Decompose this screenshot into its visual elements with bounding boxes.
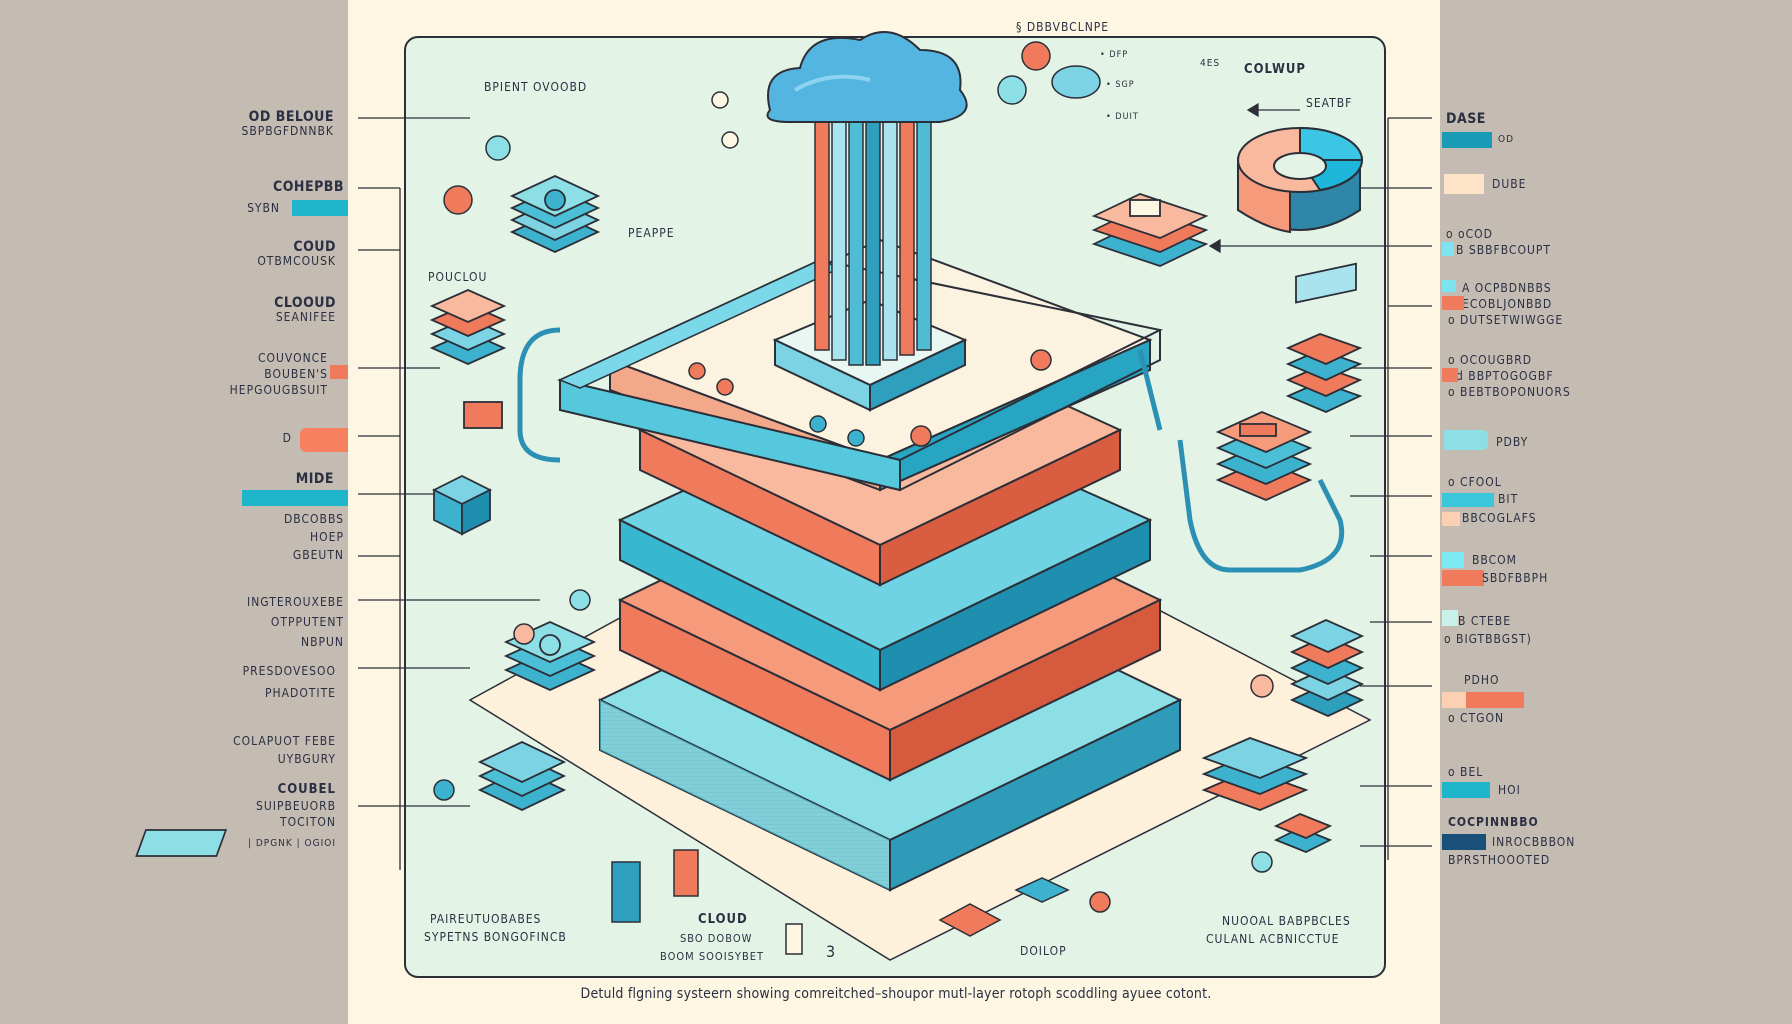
left-label-7-sub: DBCOBBS HOEP GBEUTN — [283, 512, 344, 562]
left-label-3: COUD OTBMCOUSK — [257, 239, 336, 269]
right-swatch-10a — [1442, 692, 1466, 708]
inner-label-small-c: • DUIT — [1106, 112, 1139, 122]
right-swatch-1 — [1442, 132, 1492, 148]
inner-label-small-b: • SGP — [1106, 80, 1135, 90]
left-label-7: MIDE — [295, 471, 334, 487]
right-label-1: DASE — [1446, 111, 1486, 127]
right-swatch-8 — [1442, 552, 1464, 568]
left-leader-lines — [358, 117, 540, 870]
inner-label-top-right-c: 4ES — [1200, 58, 1221, 69]
left-stack-1 — [509, 175, 601, 253]
right-stack-4 — [1289, 619, 1365, 717]
right-swatch-10 — [1466, 692, 1524, 708]
left-label-1: OD BELOUE SBPBGFDNNBK — [241, 109, 334, 139]
right-stack-1 — [1091, 193, 1209, 267]
inner-label-top-left: BPIENT OVOOBD — [484, 80, 588, 94]
right-label-9: B CTEBE o BIGTBBGST) — [1444, 614, 1532, 646]
right-label-11: o BEL — [1448, 765, 1484, 779]
left-swatch-2 — [292, 200, 348, 216]
right-label-6: PDBY — [1496, 435, 1529, 449]
tower-columns — [814, 109, 932, 366]
left-label-6: D — [282, 431, 292, 445]
right-swatch-11 — [1442, 782, 1490, 798]
right-label-12: COCPINNBBO — [1448, 815, 1539, 829]
inner-label-small-a: • DFP — [1100, 50, 1129, 60]
inner-label-bottom-3: 3 — [826, 942, 837, 961]
right-swatch-4a — [1442, 280, 1456, 292]
inner-label-bottom-4: DOILOP — [1020, 944, 1067, 958]
right-label-3: o oCOD B SBBFBCOUPT — [1446, 227, 1551, 257]
inner-label-bottom-1b: SYPETNS BONGOFINCB — [424, 930, 567, 944]
right-label-4: A OCPBDNBBS ECOBLJONBBD o DUTSETWIWGGE — [1448, 281, 1564, 327]
pipes — [517, 327, 1345, 573]
right-swatch-2 — [1444, 174, 1484, 194]
left-cube-coral — [463, 401, 503, 429]
left-label-11: COUBEL SUIPBEUORB TOCITON | DPGNK | OGIO… — [247, 782, 336, 849]
right-label-8: BBCOM — [1472, 553, 1517, 567]
right-swatch-5 — [1442, 368, 1458, 382]
left-swatch-6 — [300, 428, 348, 452]
right-stack-2 — [1285, 333, 1363, 413]
right-swatch-6 — [1444, 430, 1488, 450]
diagram-caption: Detuld flgning systeern showing comreitc… — [580, 986, 1212, 1002]
pie-cylinder — [1237, 126, 1364, 234]
right-swatch-12 — [1442, 834, 1486, 850]
inner-label-bottom-2c: BOOM SOOISYBET — [660, 950, 765, 963]
left-label-10: COLAPUOT FEBE UYBGURY — [233, 734, 336, 766]
left-label-9: PRESDOVESOO PHADOTITE — [242, 664, 336, 700]
right-stack-5 — [1201, 737, 1309, 811]
inner-label-bottom-5b: CULANL ACBNICCTUE — [1206, 932, 1340, 946]
inner-label-top-right-b: SEATBF — [1306, 96, 1353, 110]
cloud-icon — [766, 31, 968, 123]
left-swatch-5 — [330, 365, 348, 379]
inner-label-bottom-1a: PAIREUTUOBABES — [430, 912, 542, 926]
round-nodes — [433, 41, 1274, 913]
left-label-4: CLOOUD SEANIFEE — [274, 295, 336, 325]
inner-label-top-right-a: COLWUP — [1244, 62, 1306, 77]
left-stack-2 — [429, 289, 507, 365]
right-swatch-4 — [1442, 296, 1464, 310]
left-label-5: COUVONCE BOUBEN'S HEPGOUGBSUIT — [229, 351, 328, 397]
left-label-2: COHEPBB — [272, 179, 344, 195]
inner-label-bottom-2b: SBO DOBOW — [680, 932, 753, 945]
left-stack-4 — [477, 741, 567, 811]
right-leader-lines — [1208, 102, 1432, 860]
left-cube-teal — [431, 474, 493, 536]
inner-label-top-center: § DBBVBCLNPE — [1016, 20, 1110, 34]
right-swatch-7 — [1442, 493, 1494, 507]
left-swatch-7 — [242, 490, 348, 506]
bottom-blocks — [611, 849, 1070, 955]
inner-label-bottom-2a: CLOUD — [698, 912, 748, 927]
right-label-10: PDHO — [1464, 673, 1500, 687]
right-label-7: o CFOOL — [1448, 475, 1502, 489]
inner-label-bottom-5a: NUOOAL BABPBCLES — [1222, 914, 1351, 928]
inner-label-mid-left: PEAPPE — [628, 226, 675, 240]
right-swatch-9 — [1442, 610, 1458, 626]
right-stack-6 — [1273, 813, 1333, 853]
right-stack-3 — [1215, 411, 1313, 501]
inner-label-mid-left-b: POUCLOU — [428, 270, 488, 284]
right-swatch-7b — [1442, 512, 1460, 526]
right-label-2: DUBE — [1492, 177, 1527, 191]
right-swatch-8b — [1442, 570, 1484, 586]
left-label-2-sub: SYBN — [247, 201, 280, 215]
left-label-8: INGTEROUXEBE OTPPUTENT NBPUN — [247, 595, 344, 649]
right-swatch-3 — [1442, 242, 1454, 256]
right-label-5: o OCOUGBRD d BBPTOGOGBF o BEBTBOPONUORS — [1448, 353, 1571, 399]
